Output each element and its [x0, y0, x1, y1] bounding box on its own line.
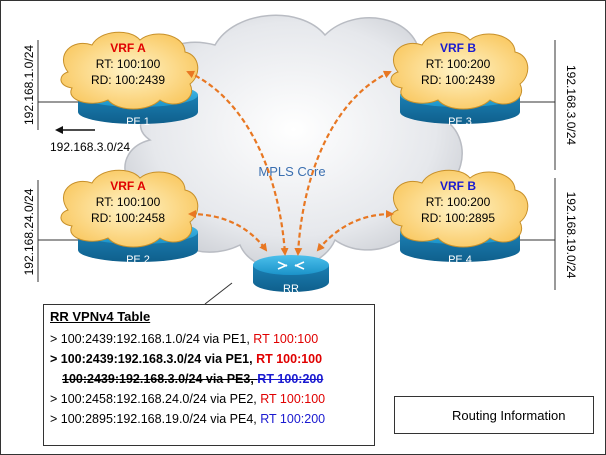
pe1-vrf-rd: RD: 100:2439 — [91, 73, 165, 87]
arrow-pe3-rr — [294, 70, 392, 256]
routing-arrows — [186, 70, 394, 256]
table-row: 100:2439:192.168.3.0/24 via PE3, RT 100:… — [50, 369, 368, 389]
pe2-vrf-rd: RD: 100:2458 — [91, 211, 165, 225]
table-title: RR VPNv4 Table — [50, 309, 151, 324]
legend: Routing Information — [394, 396, 594, 434]
pe2-vrf-name: VRF A — [110, 179, 146, 193]
legend-label: Routing Information — [452, 408, 566, 423]
arrow-pe2-rr — [188, 210, 268, 252]
table-row-rt: RT 100:200 — [257, 372, 324, 386]
pe3-vrf-name: VRF B — [440, 41, 476, 55]
table-row: > 100:2458:192.168.24.0/24 via PE2, RT 1… — [50, 389, 368, 409]
pe1-label: PE 1 — [126, 116, 150, 128]
pe1-vrf-name: VRF A — [110, 41, 146, 55]
pe2-subnet: 192.168.24.0/24 — [22, 188, 36, 275]
pe4-vrf-rt: RT: 100:200 — [426, 195, 491, 209]
rr-label: RR — [283, 283, 299, 295]
table-rows: > 100:2439:192.168.1.0/24 via PE1, RT 10… — [50, 329, 368, 429]
pe1-route-arrowhead — [55, 126, 63, 134]
pe1-vrf-rt: RT: 100:100 — [96, 57, 161, 71]
pe2-vrf-rt: RT: 100:100 — [96, 195, 161, 209]
table-row-rt: RT 100:200 — [260, 412, 326, 426]
pe3-vrf-rt: RT: 100:200 — [426, 57, 491, 71]
pe4-vrf-name: VRF B — [440, 179, 476, 193]
table-row: > 100:2439:192.168.3.0/24 via PE1, RT 10… — [50, 349, 368, 369]
table-pointer-line — [204, 282, 233, 305]
pe2-label: PE 2 — [126, 254, 150, 266]
pe3-subnet: 192.168.3.0/24 — [564, 65, 578, 145]
arrow-pe1-rr — [186, 70, 289, 256]
table-row: > 100:2895:192.168.19.0/24 via PE4, RT 1… — [50, 409, 368, 429]
pe4-vrf-rd: RD: 100:2895 — [421, 211, 495, 225]
interface-lines — [37, 40, 556, 290]
router-rr[interactable] — [253, 255, 329, 292]
pe4-subnet: 192.168.19.0/24 — [564, 192, 578, 279]
table-row-route: > 100:2458:192.168.24.0/24 via PE2, — [50, 392, 261, 406]
pe4-label: PE 4 — [448, 254, 472, 266]
pe3-label: PE 3 — [448, 116, 472, 128]
vrf-cloud-pe4 — [390, 169, 529, 248]
table-row-rt: RT 100:100 — [256, 352, 323, 366]
pe1-learned-subnet: 192.168.3.0/24 — [50, 140, 130, 154]
table-row-rt: RT 100:100 — [260, 392, 326, 406]
pe1-subnet: 192.168.1.0/24 — [22, 45, 36, 125]
table-row-rt: RT 100:100 — [253, 332, 319, 346]
rr-vpnv4-table: RR VPNv4 Table > 100:2439:192.168.1.0/24… — [43, 304, 375, 446]
table-row-route: > 100:2439:192.168.1.0/24 via PE1, — [50, 332, 254, 346]
arrow-pe4-rr — [316, 210, 394, 252]
rr-arrows-icon — [277, 261, 305, 270]
table-row: > 100:2439:192.168.1.0/24 via PE1, RT 10… — [50, 329, 368, 349]
vrf-cloud-pe3 — [390, 31, 529, 110]
table-row-route: > 100:2895:192.168.19.0/24 via PE4, — [50, 412, 261, 426]
pe3-vrf-rd: RD: 100:2439 — [421, 73, 495, 87]
table-row-route: > 100:2439:192.168.3.0/24 via PE1, — [50, 352, 257, 366]
table-row-route: 100:2439:192.168.3.0/24 via PE3, — [62, 372, 258, 386]
